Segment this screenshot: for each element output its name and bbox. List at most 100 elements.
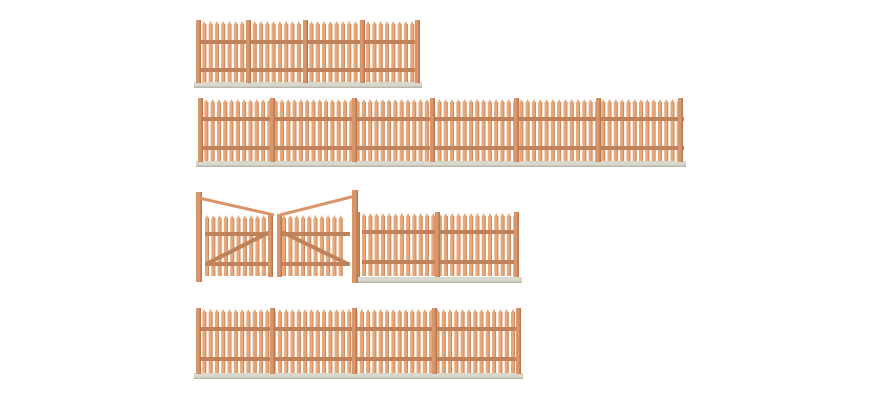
picket-shade xyxy=(331,312,333,373)
picket xyxy=(410,24,415,82)
picket xyxy=(284,24,289,82)
picket xyxy=(487,102,492,161)
picket-shade xyxy=(318,24,320,82)
picket xyxy=(450,102,454,161)
picket-shade xyxy=(465,102,467,161)
picket-shade xyxy=(325,312,326,373)
picket xyxy=(412,102,417,161)
picket-shade xyxy=(377,216,379,276)
picket-shade xyxy=(331,24,333,82)
post-shade xyxy=(517,98,519,162)
picket xyxy=(328,312,333,373)
picket-shade xyxy=(501,312,503,373)
post xyxy=(360,20,365,83)
post-shade xyxy=(273,308,275,374)
picket-shade xyxy=(207,102,209,161)
picket xyxy=(412,216,417,276)
picket-shade xyxy=(478,216,480,276)
picket-shade xyxy=(274,24,276,82)
picket xyxy=(242,102,247,161)
picket-shade xyxy=(667,102,669,161)
rail xyxy=(198,117,684,121)
picket-shade xyxy=(660,102,662,161)
post xyxy=(246,20,251,83)
picket-shade xyxy=(232,102,234,161)
picket xyxy=(405,102,410,161)
gate-tension-wire xyxy=(198,196,275,217)
picket-shade xyxy=(560,102,562,161)
picket xyxy=(613,102,618,161)
picket xyxy=(544,102,549,161)
post-shade xyxy=(200,192,202,282)
picket-shade xyxy=(469,312,471,373)
picket-shade xyxy=(285,218,286,276)
picket xyxy=(380,102,385,161)
post-shade xyxy=(355,308,357,374)
picket-shade xyxy=(369,312,371,373)
picket xyxy=(429,312,434,373)
picket-shade xyxy=(497,102,499,161)
rail xyxy=(196,357,521,361)
picket-shade xyxy=(205,312,207,373)
post-shade xyxy=(433,98,435,162)
picket xyxy=(393,216,398,276)
base-strip xyxy=(358,277,522,283)
picket xyxy=(317,102,322,161)
rail xyxy=(196,327,521,331)
picket xyxy=(347,24,352,82)
gate-brace xyxy=(205,230,271,266)
picket-shade xyxy=(327,102,328,161)
picket-shade xyxy=(383,102,385,161)
picket-shade xyxy=(415,102,417,161)
picket-shade xyxy=(356,24,358,82)
picket xyxy=(282,218,286,276)
picket-shade xyxy=(276,102,278,161)
picket xyxy=(330,102,335,161)
picket-shade xyxy=(419,312,421,373)
picket xyxy=(500,216,505,276)
picket xyxy=(205,218,209,276)
picket xyxy=(441,312,446,373)
picket xyxy=(418,102,423,161)
picket-shade xyxy=(495,312,497,373)
picket-shade xyxy=(484,216,486,276)
picket-shade xyxy=(282,102,284,161)
picket xyxy=(216,102,221,161)
picket-shade xyxy=(375,24,377,82)
picket-shade xyxy=(465,216,467,276)
picket xyxy=(223,218,228,276)
picket-shade xyxy=(377,102,379,161)
picket-shade xyxy=(444,312,446,373)
picket xyxy=(397,312,402,373)
picket xyxy=(670,102,675,161)
picket-shade xyxy=(509,216,511,276)
post xyxy=(516,308,521,374)
picket-shade xyxy=(291,218,293,276)
picket-shade xyxy=(224,312,226,373)
post xyxy=(432,308,437,374)
base-shade xyxy=(358,281,522,283)
picket xyxy=(309,24,314,82)
picket xyxy=(387,216,392,276)
post-shade xyxy=(273,98,275,162)
picket xyxy=(296,24,301,82)
picket-shade xyxy=(243,24,245,82)
picket-shade xyxy=(264,218,266,276)
picket-shade xyxy=(255,312,257,373)
picket-shade xyxy=(205,24,207,82)
picket xyxy=(368,216,373,276)
picket xyxy=(626,102,631,161)
picket-shade xyxy=(318,312,320,373)
picket-shade xyxy=(553,102,555,161)
picket-shade xyxy=(451,312,452,373)
picket xyxy=(296,312,301,373)
post xyxy=(270,308,275,374)
picket xyxy=(504,312,509,373)
post xyxy=(198,98,203,162)
picket-shade xyxy=(446,216,448,276)
gate-right-leaf xyxy=(277,194,356,277)
picket-shade xyxy=(320,102,322,161)
picket-shade xyxy=(394,312,396,373)
picket xyxy=(300,218,305,276)
picket-shade xyxy=(236,24,238,82)
